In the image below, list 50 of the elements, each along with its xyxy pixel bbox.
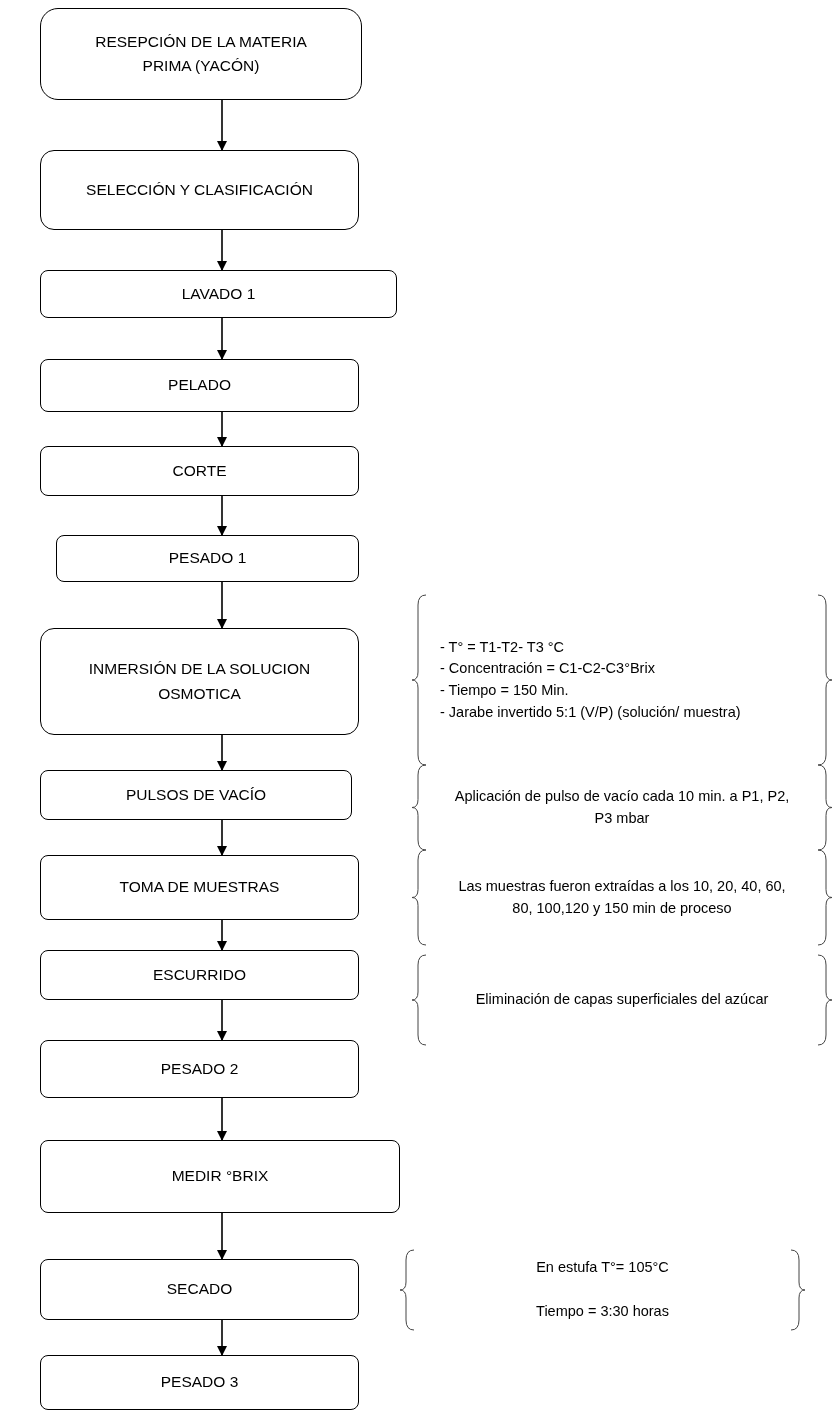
process-box (40, 1355, 359, 1410)
process-box (40, 950, 359, 1000)
step-label: CORTE (172, 461, 227, 481)
arrow (217, 999, 227, 1041)
arrow (217, 819, 227, 856)
process-note: Eliminación de capas superficiales del azúcar (474, 990, 770, 1010)
process-box (40, 1140, 400, 1213)
process-note: - Concentración = C1-C2-C3°Brix (440, 659, 656, 679)
process-box (40, 1259, 359, 1320)
process-note: - Jarabe invertido 5:1 (V/P) (solución/ muestra) (440, 702, 742, 722)
process-box (40, 150, 359, 230)
step-label: SECADO (166, 1279, 233, 1300)
arrow (217, 1212, 227, 1260)
arrow (217, 919, 227, 951)
arrow (217, 317, 227, 360)
process-note: - T° = T1-T2- T3 °C (440, 637, 565, 657)
step-label: MEDIR °BRIX (171, 1166, 269, 1187)
arrow (217, 495, 227, 536)
process-box (56, 535, 359, 582)
arrow (217, 229, 227, 271)
step-label: PELADO (168, 375, 231, 396)
process-box (40, 446, 359, 496)
process-box (40, 8, 362, 100)
arrow (217, 581, 227, 629)
process-box (40, 628, 359, 735)
process-box (40, 270, 397, 318)
process-note: Tiempo = 3:30 horas (535, 1302, 670, 1321)
process-note: Aplicación de pulso de vacío cada 10 min. a P1, P2, P3 mbar (453, 786, 791, 828)
process-box (40, 770, 352, 820)
step-label: INMERSIÓN DE LA SOLUCION OSMOTICA (87, 659, 312, 704)
step-label: LAVADO 1 (181, 284, 256, 304)
step-label: PULSOS DE VACÍO (125, 785, 267, 805)
process-box (40, 855, 359, 920)
process-note: En estufa T°= 105°C (535, 1258, 670, 1278)
process-note: Las muestras fueron extraídas a los 10, 20, 40, 60, 80, 100,120 y 150 min de proceso (457, 876, 787, 918)
process-box (40, 1040, 359, 1098)
process-box (40, 359, 359, 412)
step-label: SELECCIÓN Y CLASIFICACIÓN (86, 180, 313, 200)
step-label: TOMA DE MUESTRAS (119, 877, 280, 898)
step-label: PESADO 1 (168, 548, 247, 569)
step-label: RESEPCIÓN DE LA MATERIA PRIMA (YACÓN) (94, 32, 308, 76)
process-note: - Tiempo = 150 Min. (440, 681, 570, 700)
step-label: PESADO 3 (160, 1372, 239, 1393)
arrow (217, 1319, 227, 1356)
step-label: PESADO 2 (160, 1059, 239, 1079)
step-label: ESCURRIDO (153, 965, 246, 985)
arrow (217, 99, 227, 151)
arrow (217, 734, 227, 771)
arrow (217, 1097, 227, 1141)
arrow (217, 411, 227, 447)
